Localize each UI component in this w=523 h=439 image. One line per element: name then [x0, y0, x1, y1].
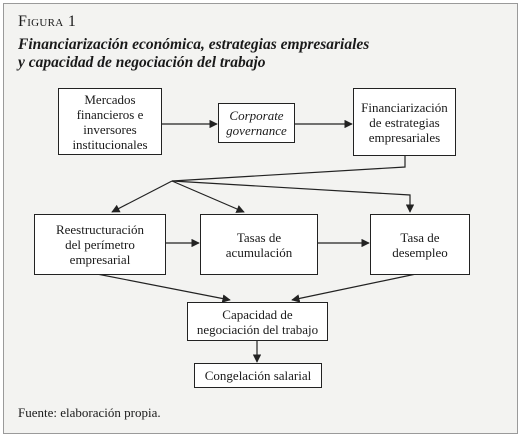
node-corporate-governance: Corporate governance — [218, 103, 295, 143]
node-mercados-financieros: Mercados financieros e inversores instit… — [58, 88, 162, 155]
line-financiarizacion-down — [171, 156, 406, 182]
figure-title-line-1: Financiarización económica, estrategias … — [18, 36, 370, 53]
arrow-split-to-reestructuracion — [111, 180, 173, 213]
figure-title: Financiarización económica, estrategias … — [18, 36, 369, 72]
arrow-reestructuracion-to-capacidad — [96, 273, 231, 303]
node-tasa-desempleo: Tasa de desempleo — [370, 214, 470, 275]
arrow-split-to-desempleo — [171, 180, 415, 213]
figure-label: Figura 1 — [18, 13, 77, 30]
node-reestructuracion: Reestructuración del perímetro empresari… — [34, 214, 166, 275]
node-financiarizacion: Financiarización de estrategias empresar… — [353, 88, 456, 156]
node-capacidad-negociacion: Capacidad de negociación del trabajo — [187, 302, 328, 341]
arrow-split-to-acumulacion — [171, 180, 245, 213]
node-tasas-acumulacion: Tasas de acumulación — [200, 214, 318, 275]
figure-title-line-2: y capacidad de negociación del trabajo — [18, 54, 266, 71]
node-congelacion-salarial: Congelación salarial — [194, 363, 322, 388]
source-note: Fuente: elaboración propia. — [18, 405, 161, 420]
arrow-desempleo-to-capacidad — [291, 273, 417, 303]
